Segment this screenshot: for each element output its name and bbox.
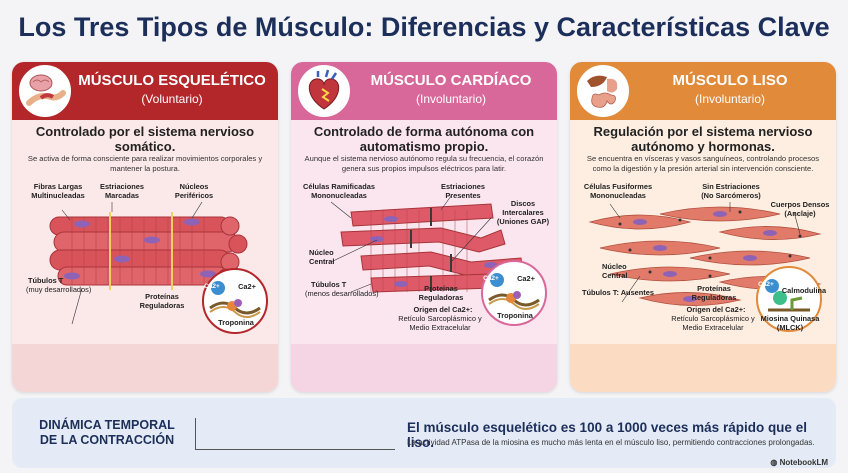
label-troponin: Troponina (218, 318, 254, 327)
label-nucleus: Núcleo Central (309, 248, 335, 266)
card-subtitle: Regulación por el sistema nervioso autón… (593, 124, 813, 154)
card-type: (Voluntario) (141, 92, 203, 106)
footer-main-text: El músculo esquelético es 100 a 1000 vec… (407, 420, 807, 450)
smooth-fiber-illustration (588, 202, 822, 306)
card-subtitle: Controlado de forma autónoma con automat… (313, 124, 535, 154)
calmodulin-inset (756, 266, 822, 332)
label-tubules-note: (menos desarrollados) (305, 289, 379, 298)
smooth-muscle-card: MÚSCULO LISO (Involuntario) Regulación p… (570, 62, 836, 392)
label-calmodulin: Calmodulina (781, 286, 827, 295)
label-cells: Células Ramificadas Mononucleadas (303, 182, 375, 200)
card-footer-strip (570, 344, 836, 392)
skeletal-fiber-illustration (49, 201, 248, 325)
brand-text: NotebookLM (779, 458, 828, 467)
card-header: MÚSCULO CARDÍACO (Involuntario) (291, 62, 557, 120)
heart-icon (295, 62, 353, 120)
label-tubules-note: (muy desarrollados) (26, 285, 92, 294)
label-striations: Estriaciones Marcadas (100, 182, 144, 200)
card-description: Aunque el sistema nervioso autónomo regu… (304, 154, 544, 173)
brand-label: ◍ NotebookLM (770, 458, 828, 467)
label-origin-title: Origen del Ca2+: (686, 305, 746, 314)
card-description: Se encuentra en vísceras y vasos sanguín… (586, 154, 820, 173)
label-proteins: Proteínas Reguladoras (139, 292, 185, 310)
card-description: Se activa de forma consciente para reali… (27, 154, 263, 173)
label-dense-bodies: Cuerpos Densos (Anclaje) (770, 200, 830, 218)
label-cells: Células Fusiformes Mononucleadas (583, 182, 653, 200)
label-origin-title: Origen del Ca2+: (413, 305, 473, 314)
card-title: MÚSCULO CARDÍACO (370, 72, 532, 89)
label-proteins: Proteínas Reguladoras (691, 284, 737, 302)
ion-badge: Ca2+ (758, 281, 774, 288)
label-nucleus: Núcleo Central (602, 262, 628, 280)
cardiac-fiber-illustration (330, 195, 524, 293)
skeletal-muscle-card: MÚSCULO ESQUELÉTICO (Voluntario) Control… (12, 62, 278, 392)
label-troponin: Troponina (497, 311, 533, 320)
label-no-striations: Sin Estriaciones (No Sarcómeros) (701, 182, 761, 200)
label-nuclei: Núcleos Periféricos (174, 182, 214, 200)
page-title: Los Tres Tipos de Músculo: Diferencias y… (18, 12, 830, 42)
brain-arm-icon (16, 62, 74, 120)
card-title: MÚSCULO LISO (672, 72, 788, 89)
card-subtitle: Controlado por el sistema nervioso somát… (35, 124, 255, 154)
card-footer-strip (291, 344, 557, 392)
troponin-inset (202, 268, 268, 334)
card-footer-strip (12, 344, 278, 392)
ion-badge: Ca2+ (204, 283, 220, 290)
cardiac-muscle-card: MÚSCULO CARDÍACO (Involuntario) Controla… (291, 62, 557, 392)
card-title: MÚSCULO ESQUELÉTICO (78, 72, 266, 89)
label-proteins: Proteínas Reguladoras (418, 284, 464, 302)
label-tubules: Túbulos T (311, 280, 347, 289)
label-origin-text: Retículo Sarcoplásmico y Medio Extracelu… (671, 314, 755, 332)
label-striations: Estriaciones Presentes (441, 182, 485, 200)
label-fibers: Fibras Largas Multinucleadas (31, 182, 85, 200)
label-ion: Ca2+ (517, 274, 535, 283)
contraction-dynamics-panel: DINÁMICA TEMPORAL DE LA CONTRACCIÓN El m… (12, 398, 836, 468)
label-ion: Ca2+ (238, 282, 256, 291)
label-mlck: Miosina Quinasa (MLCK) (760, 314, 820, 332)
label-tubules: Túbulos T: Ausentes (582, 288, 654, 297)
troponin-inset (481, 260, 547, 326)
card-type: (Involuntario) (415, 92, 487, 106)
label-origin-text: Retículo Sarcoplásmico y Medio Extracelu… (398, 314, 482, 332)
footer-title: DINÁMICA TEMPORAL DE LA CONTRACCIÓN (39, 418, 175, 447)
organs-icon (574, 62, 632, 120)
label-discs: Discos Intercalares (Uniones GAP) (496, 199, 550, 226)
card-header: MÚSCULO LISO (Involuntario) (570, 62, 836, 120)
footer-sub-text: La actividad ATPasa de la miosina es muc… (407, 438, 815, 447)
footer-axis-line (195, 418, 395, 450)
notebooklm-logo-icon: ◍ (770, 458, 780, 467)
card-type: (Involuntario) (694, 92, 766, 106)
card-header: MÚSCULO ESQUELÉTICO (Voluntario) (12, 62, 278, 120)
label-tubules: Túbulos T (28, 276, 64, 285)
ion-badge: Ca2+ (483, 275, 499, 282)
